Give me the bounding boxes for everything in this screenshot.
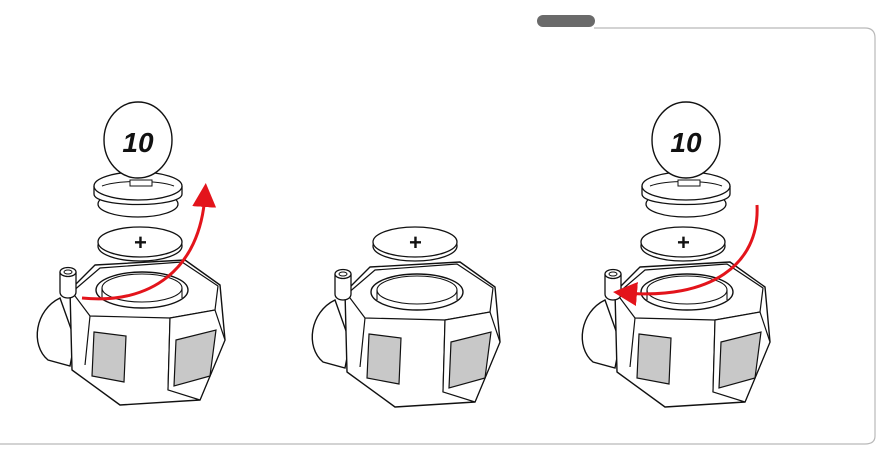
step-1-group: + 10: [37, 102, 225, 405]
cover-disc-icon: [94, 102, 182, 217]
device-body-icon: [37, 260, 225, 405]
battery-polarity-3: +: [677, 230, 690, 255]
cover-label-1: 10: [122, 127, 154, 158]
device-body-icon: [312, 262, 500, 407]
battery-polarity-2: +: [409, 230, 422, 255]
cover-disc-icon: [642, 102, 730, 217]
cover-label-3: 10: [670, 127, 702, 158]
step-3-group: + 10: [582, 102, 770, 407]
device-body-icon: [582, 262, 770, 407]
battery-polarity-1: +: [134, 230, 147, 255]
step-2-group: +: [312, 227, 500, 407]
